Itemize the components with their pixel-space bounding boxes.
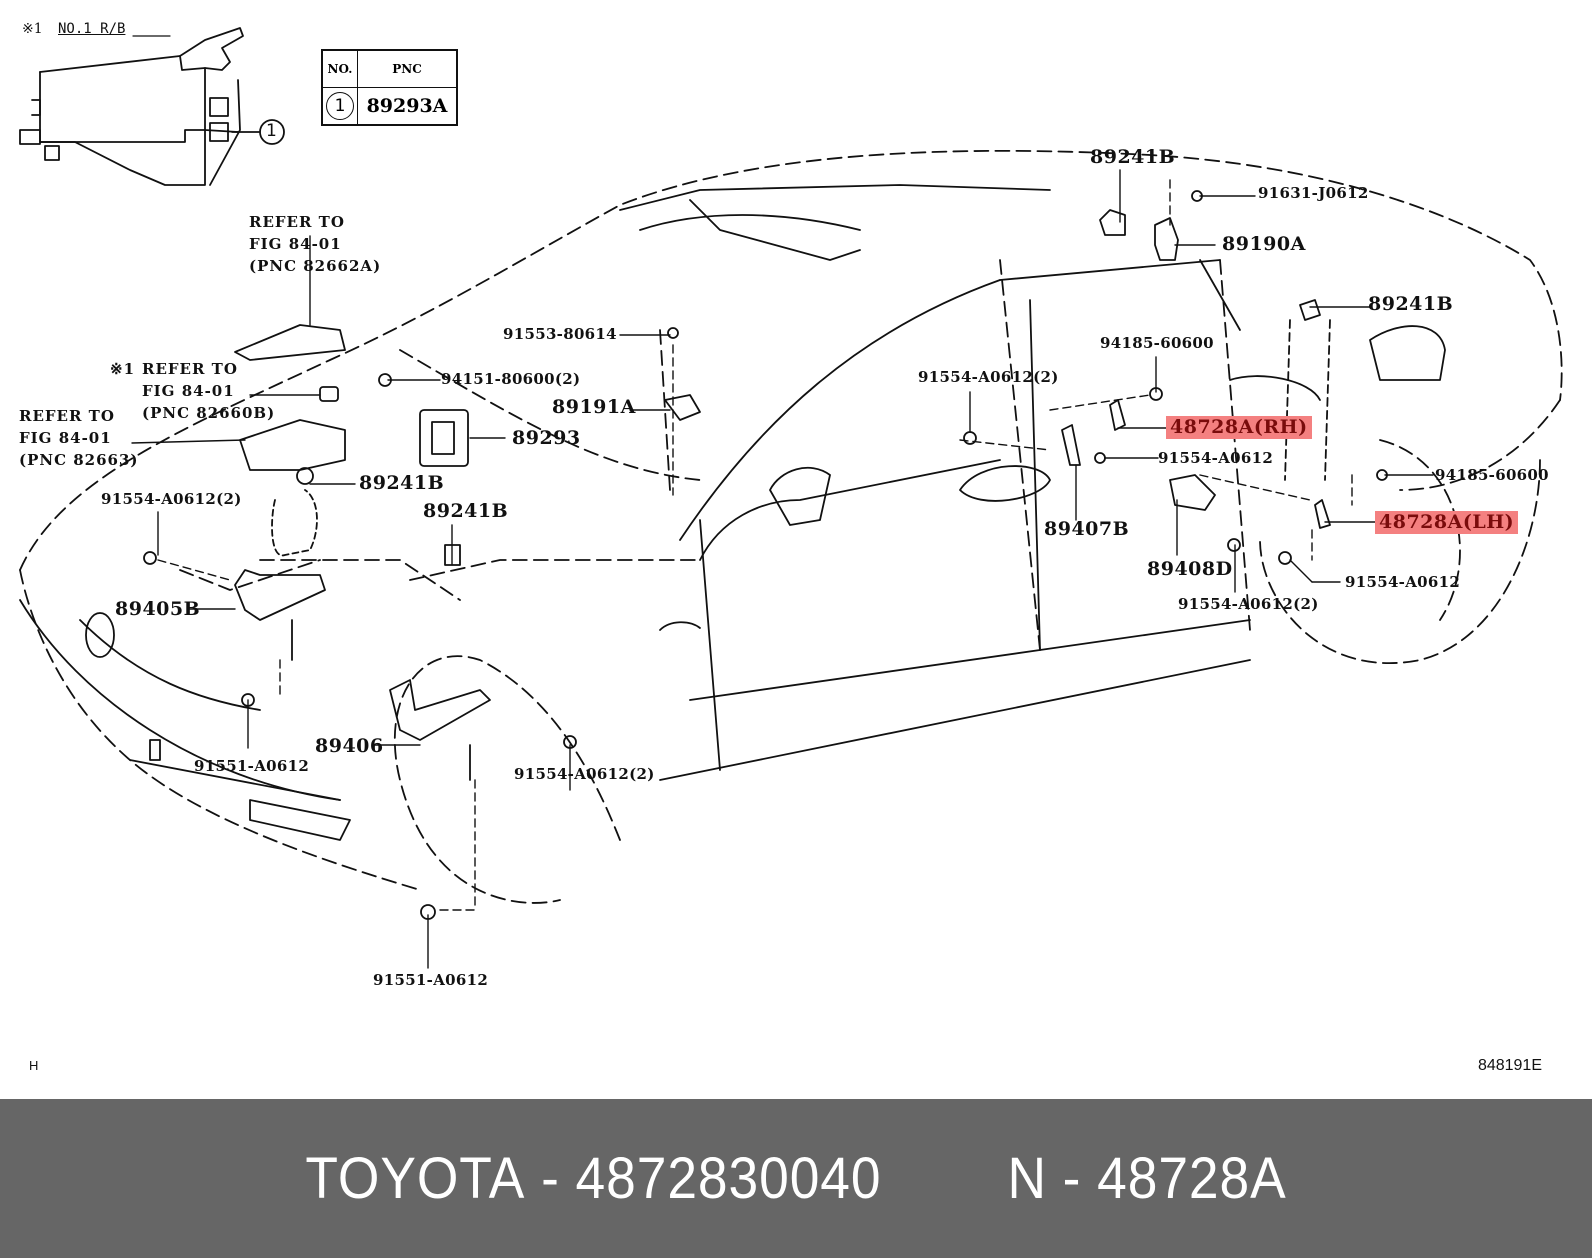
footer-ref-code: 48728A bbox=[1097, 1146, 1287, 1211]
part-label-91553-80614[interactable]: 91553-80614 bbox=[503, 325, 617, 343]
bracket-icon bbox=[239, 419, 346, 471]
parts-diagram: ※1 NO.1 R/B 1 NO. PNC 1 89293A REFER TO … bbox=[19, 21, 1563, 1074]
car-line-art bbox=[19, 27, 1563, 969]
pnc-row-no: 1 bbox=[326, 92, 354, 120]
part-label-48728a-rh[interactable]: 48728A(RH) bbox=[1166, 416, 1312, 439]
height-sensor-89405b-icon bbox=[234, 569, 326, 621]
nut-icon bbox=[378, 373, 392, 387]
footer-brand: TOYOTA bbox=[305, 1146, 526, 1211]
bolt-icon bbox=[1227, 538, 1241, 552]
part-label-89241b-rear[interactable]: 89241B bbox=[1368, 293, 1454, 315]
part-label-89241b-roof[interactable]: 89241B bbox=[1090, 146, 1176, 168]
part-label-89241b-front[interactable]: 89241B bbox=[359, 472, 445, 494]
part-label-89190a[interactable]: 89190A bbox=[1222, 233, 1306, 255]
part-label-48728a-lh[interactable]: 48728A(LH) bbox=[1375, 511, 1519, 534]
bolt-icon bbox=[420, 904, 436, 920]
corner-mark: H bbox=[29, 1058, 39, 1073]
link-48728a-rh-icon bbox=[1109, 399, 1126, 431]
nut-icon bbox=[1376, 469, 1388, 481]
part-label-91551-a0612-low[interactable]: 91551-A0612 bbox=[373, 971, 489, 989]
part-label-94151-80600-2[interactable]: 94151-80600(2) bbox=[441, 370, 581, 388]
part-label-94185-60600-lower[interactable]: 94185-60600 bbox=[1435, 466, 1549, 484]
height-sensor-89408d-icon bbox=[1169, 474, 1216, 511]
link-48728a-lh-icon bbox=[1314, 499, 1331, 529]
bolt-icon bbox=[143, 551, 157, 565]
part-label-89191a[interactable]: 89191A bbox=[552, 396, 636, 418]
footer-banner: TOYOTA - 4872830040 N - 48728A bbox=[0, 1099, 1592, 1258]
leader-lines bbox=[131, 169, 1434, 969]
callout-circle bbox=[259, 119, 285, 145]
connector-icon bbox=[319, 386, 339, 402]
strut-icon bbox=[271, 489, 318, 556]
assembly-lines bbox=[157, 179, 1353, 911]
sensor-89241b-rear-icon bbox=[1299, 299, 1321, 321]
sensor-89241b-roof-icon bbox=[1099, 209, 1126, 236]
nut-icon bbox=[1149, 387, 1163, 401]
bolt-icon bbox=[1278, 551, 1292, 565]
bolt-icon bbox=[241, 693, 255, 707]
part-label-91551-a0612-front[interactable]: 91551-A0612 bbox=[194, 757, 310, 775]
bolt-icon bbox=[1094, 452, 1106, 464]
part-label-91631-j0612[interactable]: 91631-J0612 bbox=[1258, 184, 1369, 202]
part-label-89405b[interactable]: 89405B bbox=[115, 598, 201, 620]
part-label-94185-60600-upper[interactable]: 94185-60600 bbox=[1100, 334, 1214, 352]
reference-note-82663[interactable]: REFER TO FIG 84-01 (PNC 82663) bbox=[19, 407, 139, 469]
callout-number: 1 bbox=[266, 121, 277, 141]
sensor-89241b-icon bbox=[444, 544, 461, 566]
part-label-91554-a0612-door[interactable]: 91554-A0612 bbox=[1158, 449, 1274, 467]
bracket-89407b-icon bbox=[1061, 424, 1081, 466]
pnc-header-no: NO. bbox=[321, 49, 358, 88]
component-glyphs bbox=[143, 190, 1388, 920]
part-label-89407b[interactable]: 89407B bbox=[1044, 518, 1130, 540]
part-label-91554-a0612-2-rear[interactable]: 91554-A0612(2) bbox=[1178, 595, 1319, 613]
part-label-91554-a0612-2-door[interactable]: 91554-A0612(2) bbox=[918, 368, 1059, 386]
reference-note-82660b[interactable]: REFER TO FIG 84-01 (PNC 82660B) bbox=[142, 360, 276, 422]
part-label-91554-a0612-2-wheel[interactable]: 91554-A0612(2) bbox=[514, 765, 655, 783]
footer-text: TOYOTA - 4872830040 N - 48728A bbox=[64, 1099, 1529, 1258]
pnc-table: NO. PNC 1 89293A bbox=[321, 49, 458, 126]
sensor-89191a-icon bbox=[664, 394, 701, 421]
bolt-icon bbox=[1191, 190, 1203, 202]
height-sensor-89406-icon bbox=[389, 679, 491, 741]
part-label-89241b-mid[interactable]: 89241B bbox=[423, 500, 509, 522]
footer-separator-1: - bbox=[541, 1146, 560, 1211]
relay-block-icon bbox=[19, 27, 244, 186]
pnc-row-pnc[interactable]: 89293A bbox=[357, 87, 458, 126]
figure-id: 848191E bbox=[1477, 1057, 1542, 1074]
bolt-icon bbox=[963, 431, 977, 445]
part-label-91554-a0612-rear[interactable]: 91554-A0612 bbox=[1345, 573, 1461, 591]
pnc-table-row: 1 89293A bbox=[321, 87, 458, 126]
ecu-cover-icon bbox=[234, 324, 346, 361]
bracket-89190a-icon bbox=[1154, 217, 1179, 261]
pnc-header-pnc: PNC bbox=[357, 49, 458, 88]
footer-part-number: 4872830040 bbox=[575, 1146, 882, 1211]
part-label-89406[interactable]: 89406 bbox=[315, 735, 384, 757]
bolt-icon bbox=[563, 735, 577, 749]
part-label-91554-a0612-2-front[interactable]: 91554-A0612(2) bbox=[101, 490, 242, 508]
ecu-89293-icon bbox=[419, 409, 469, 467]
footer-ref-prefix: N bbox=[1007, 1146, 1047, 1211]
inset-title-prefix: ※1 bbox=[22, 21, 43, 37]
part-label-89408d[interactable]: 89408D bbox=[1147, 558, 1233, 580]
footer-separator-2: - bbox=[1062, 1146, 1082, 1211]
inset-title: NO.1 R/B bbox=[58, 21, 126, 37]
part-label-89293[interactable]: 89293 bbox=[512, 427, 581, 449]
car-body-lines bbox=[19, 184, 1446, 841]
sensor-icon bbox=[296, 467, 314, 485]
reference-note-82662a[interactable]: REFER TO FIG 84-01 (PNC 82662A) bbox=[249, 213, 382, 275]
reference-note-82660b-prefix: ※1 bbox=[110, 360, 136, 378]
bolt-icon bbox=[667, 327, 679, 339]
